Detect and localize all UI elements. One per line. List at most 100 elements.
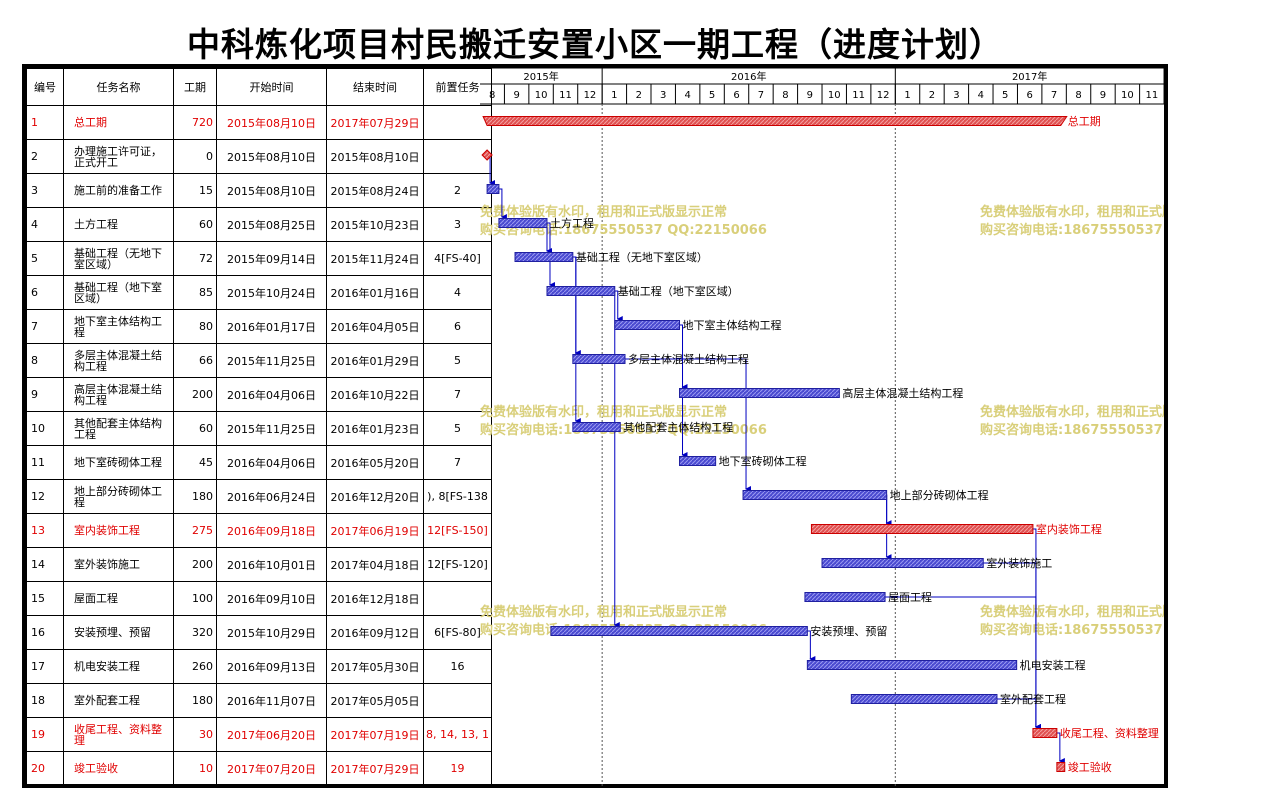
- cell-start[interactable]: 2016年09月18日: [216, 513, 327, 548]
- cell-start[interactable]: 2016年04月06日: [216, 377, 327, 412]
- cell-finish[interactable]: 2017年05月30日: [326, 649, 424, 684]
- cell-duration[interactable]: 320: [173, 615, 217, 650]
- cell-duration[interactable]: 0: [173, 139, 217, 174]
- cell-finish[interactable]: 2016年01月23日: [326, 411, 424, 446]
- cell-id[interactable]: 12: [26, 479, 64, 514]
- cell-predecessors[interactable]: 12[FS-150]: [423, 513, 492, 548]
- col-header-id[interactable]: 编号: [26, 68, 64, 106]
- cell-start[interactable]: 2015年10月29日: [216, 615, 327, 650]
- cell-duration[interactable]: 200: [173, 377, 217, 412]
- cell-duration[interactable]: 15: [173, 173, 217, 208]
- cell-id[interactable]: 5: [26, 241, 64, 276]
- cell-task-name[interactable]: 地下室砖砌体工程: [63, 445, 174, 480]
- cell-id[interactable]: 18: [26, 683, 64, 718]
- cell-id[interactable]: 16: [26, 615, 64, 650]
- cell-predecessors[interactable]: [423, 581, 492, 616]
- cell-finish[interactable]: 2017年04月18日: [326, 547, 424, 582]
- cell-finish[interactable]: 2016年09月12日: [326, 615, 424, 650]
- cell-task-name[interactable]: 其他配套主体结构工程: [63, 411, 174, 446]
- cell-id[interactable]: 6: [26, 275, 64, 310]
- cell-id[interactable]: 15: [26, 581, 64, 616]
- cell-start[interactable]: 2016年11月07日: [216, 683, 327, 718]
- cell-predecessors[interactable]: 4: [423, 275, 492, 310]
- cell-duration[interactable]: 275: [173, 513, 217, 548]
- col-header-finish[interactable]: 结束时间: [326, 68, 424, 106]
- cell-duration[interactable]: 260: [173, 649, 217, 684]
- cell-duration[interactable]: 100: [173, 581, 217, 616]
- cell-duration[interactable]: 30: [173, 717, 217, 752]
- cell-id[interactable]: 19: [26, 717, 64, 752]
- cell-start[interactable]: 2017年07月20日: [216, 751, 327, 786]
- cell-start[interactable]: 2017年06月20日: [216, 717, 327, 752]
- cell-start[interactable]: 2016年06月24日: [216, 479, 327, 514]
- cell-start[interactable]: 2015年09月14日: [216, 241, 327, 276]
- cell-task-name[interactable]: 办理施工许可证，正式开工: [63, 139, 174, 174]
- cell-start[interactable]: 2015年08月10日: [216, 173, 327, 208]
- cell-predecessors[interactable]: 8, 14, 13, 1: [423, 717, 492, 752]
- cell-id[interactable]: 11: [26, 445, 64, 480]
- cell-task-name[interactable]: 机电安装工程: [63, 649, 174, 684]
- cell-task-name[interactable]: 收尾工程、资料整理: [63, 717, 174, 752]
- cell-id[interactable]: 1: [26, 105, 64, 140]
- cell-start[interactable]: 2016年04月06日: [216, 445, 327, 480]
- cell-task-name[interactable]: 多层主体混凝土结构工程: [63, 343, 174, 378]
- cell-duration[interactable]: 200: [173, 547, 217, 582]
- cell-finish[interactable]: 2017年07月29日: [326, 751, 424, 786]
- cell-duration[interactable]: 180: [173, 479, 217, 514]
- cell-finish[interactable]: 2016年12月18日: [326, 581, 424, 616]
- cell-duration[interactable]: 80: [173, 309, 217, 344]
- cell-duration[interactable]: 180: [173, 683, 217, 718]
- cell-finish[interactable]: 2016年12月20日: [326, 479, 424, 514]
- cell-task-name[interactable]: 总工期: [63, 105, 174, 140]
- cell-finish[interactable]: 2017年07月19日: [326, 717, 424, 752]
- cell-finish[interactable]: 2017年05月05日: [326, 683, 424, 718]
- cell-predecessors[interactable]: 2: [423, 173, 492, 208]
- cell-task-name[interactable]: 室外配套工程: [63, 683, 174, 718]
- col-header-duration[interactable]: 工期: [173, 68, 217, 106]
- cell-duration[interactable]: 10: [173, 751, 217, 786]
- cell-finish[interactable]: 2015年08月24日: [326, 173, 424, 208]
- cell-start[interactable]: 2015年11月25日: [216, 411, 327, 446]
- cell-task-name[interactable]: 基础工程（地下室区域）: [63, 275, 174, 310]
- cell-id[interactable]: 4: [26, 207, 64, 242]
- cell-predecessors[interactable]: 16: [423, 649, 492, 684]
- cell-task-name[interactable]: 竣工验收: [63, 751, 174, 786]
- cell-id[interactable]: 3: [26, 173, 64, 208]
- cell-task-name[interactable]: 地下室主体结构工程: [63, 309, 174, 344]
- cell-finish[interactable]: 2015年10月23日: [326, 207, 424, 242]
- cell-task-name[interactable]: 施工前的准备工作: [63, 173, 174, 208]
- cell-duration[interactable]: 720: [173, 105, 217, 140]
- cell-predecessors[interactable]: 7: [423, 445, 492, 480]
- cell-task-name[interactable]: 安装预埋、预留: [63, 615, 174, 650]
- cell-start[interactable]: 2016年10月01日: [216, 547, 327, 582]
- cell-predecessors[interactable]: 12[FS-120]: [423, 547, 492, 582]
- cell-predecessors[interactable]: 5: [423, 343, 492, 378]
- cell-start[interactable]: 2015年08月10日: [216, 139, 327, 174]
- cell-id[interactable]: 14: [26, 547, 64, 582]
- cell-finish[interactable]: 2016年10月22日: [326, 377, 424, 412]
- cell-task-name[interactable]: 基础工程（无地下室区域）: [63, 241, 174, 276]
- cell-finish[interactable]: 2016年05月20日: [326, 445, 424, 480]
- cell-task-name[interactable]: 土方工程: [63, 207, 174, 242]
- cell-predecessors[interactable]: 6: [423, 309, 492, 344]
- cell-duration[interactable]: 72: [173, 241, 217, 276]
- cell-finish[interactable]: 2015年11月24日: [326, 241, 424, 276]
- cell-duration[interactable]: 60: [173, 411, 217, 446]
- cell-finish[interactable]: 2015年08月10日: [326, 139, 424, 174]
